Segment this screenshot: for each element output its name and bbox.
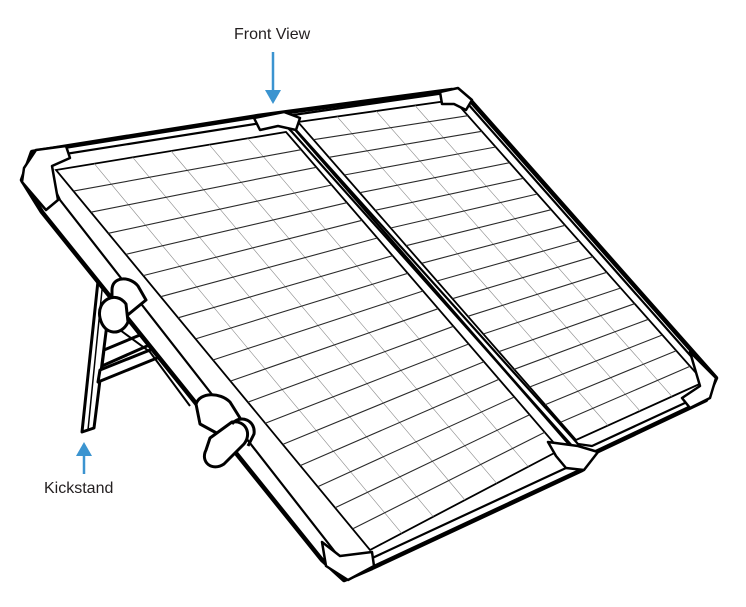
cell-row-line: [421, 224, 566, 264]
cell-row-line: [313, 115, 468, 141]
cell-row-line: [560, 365, 691, 423]
kickstand-label: Kickstand: [44, 480, 114, 497]
kickstand-arrow: [76, 442, 92, 474]
cell-row-line: [344, 146, 496, 176]
left-edge-detail: [119, 329, 191, 407]
cell-row-line: [177, 255, 393, 319]
panel-group: [19, 86, 719, 583]
cell-row-line: [328, 130, 482, 158]
cell-row-line: [498, 303, 635, 353]
cell-row-line: [317, 396, 515, 488]
front-view-arrow: [265, 52, 281, 104]
cell-row-line: [90, 166, 317, 213]
cell-row-line: [375, 177, 524, 211]
cell-row-line: [230, 308, 439, 382]
front-view-label: Front View: [234, 26, 311, 43]
cell-row-line: [390, 193, 538, 229]
cell-row-line: [265, 343, 469, 424]
cell-row-line: [125, 202, 348, 255]
cell-row-line: [514, 318, 649, 370]
hinge-seam: [291, 125, 575, 451]
cell-row-line: [108, 184, 332, 234]
cell-row-line: [352, 431, 546, 530]
right-panel-grid: [313, 115, 691, 423]
cell-row-line: [334, 414, 530, 509]
cell-row-line: [544, 350, 677, 406]
cell-row-line: [452, 256, 594, 300]
cell-row-line: [282, 361, 485, 445]
cell-row-line: [160, 237, 378, 298]
carry-handle-upper: [98, 277, 148, 334]
cell-row-line: [467, 271, 607, 317]
cell-row-line: [212, 290, 424, 361]
cell-row-line: [529, 334, 663, 388]
cell-row-line: [143, 219, 363, 277]
cell-row-line: [247, 325, 454, 403]
cell-row-line: [195, 272, 408, 340]
cell-row-line: [436, 240, 580, 282]
cell-row-line: [405, 209, 552, 247]
cell-row-line: [299, 378, 500, 467]
left-panel-grid: [73, 149, 546, 530]
corner-brackets: [20, 86, 718, 582]
cell-row-line: [73, 149, 302, 192]
cell-row-line: [359, 162, 510, 194]
carry-handle-lower: [194, 393, 256, 469]
cell-row-line: [483, 287, 621, 335]
